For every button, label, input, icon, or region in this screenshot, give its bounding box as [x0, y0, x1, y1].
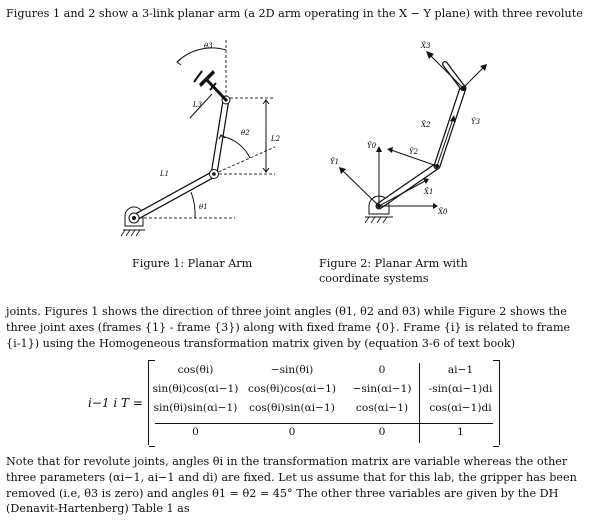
gripper [199, 70, 215, 87]
matrix-cell: ai−1 [447, 364, 474, 376]
intro-text: Figures 1 and 2 show a 3-link planar arm… [6, 7, 583, 20]
matrix-cell: 0 [378, 364, 386, 376]
label-y3: Ŷ3 [471, 117, 481, 126]
matrix-cell: cos(αi−1) [355, 402, 409, 414]
matrix-cell: 0 [288, 426, 296, 438]
axis-y3 [462, 67, 484, 89]
figure2-coordinate-systems: X̂3 Ŷ3 Ŷ2 X̂2 Ŷ1 Ŷ0 X̂1 X̂0 [330, 42, 487, 224]
matrix-row-3: sin(θi)sin(αi−1) cos(θi)sin(αi−1) cos(αi… [149, 402, 499, 421]
matrix-row-4: 0 0 0 1 [149, 426, 499, 445]
paragraph-2-line1: joints. Figures 1 shows the direction of… [6, 305, 567, 318]
theta3-arc [176, 47, 227, 63]
axis-x1 [378, 180, 426, 207]
matrix-lhs: i−1 i T = [88, 396, 143, 410]
link-3 [203, 76, 228, 102]
matrix-cell: sin(θi)cos(αi−1) [152, 383, 239, 395]
figure1-caption: Figure 1: Planar Arm [132, 257, 253, 270]
paragraph-3-line4: (Denavit-Hartenberg) Table 1 as [6, 502, 190, 516]
matrix-row-1: cos(θi) −sin(θi) 0 ai−1 [149, 364, 499, 383]
paragraph-2-line2: three joint axes (frames {1} - frame {3}… [6, 320, 571, 334]
label-L2: L2 [270, 135, 281, 143]
matrix-cell: sin(θi)sin(αi−1) [153, 402, 238, 414]
label-L3: L3 [192, 101, 203, 109]
paragraph-2: joints. Figures 1 shows the direction of… [6, 304, 603, 351]
axis-y2 [390, 149, 438, 167]
matrix-cell: 1 [457, 426, 464, 438]
label-y2: Ŷ2 [409, 147, 419, 156]
figure2-caption-line2: coordinate systems [319, 272, 429, 285]
theta1-arc [190, 191, 196, 219]
paragraph-2-line3: {i-1}) using the Homogeneous transformat… [6, 336, 516, 350]
matrix-cell: −sin(θi) [270, 364, 314, 376]
figure2-caption-line1: Figure 2: Planar Arm with [319, 257, 468, 270]
matrix-vertical-divider [419, 363, 420, 443]
matrix-cell: cos(αi−1)di [429, 402, 492, 414]
label-theta3: θ3 [204, 42, 213, 50]
label-L1: L1 [159, 170, 169, 178]
label-y1: Ŷ1 [330, 157, 339, 166]
label-x1: X̂1 [423, 188, 433, 196]
matrix-cell: -sin(αi−1)di [428, 383, 493, 395]
label-x3: X̂3 [420, 42, 431, 50]
matrix-cell: cos(θi)sin(αi−1) [249, 402, 335, 414]
paragraph-3: Note that for revolute joints, angles θi… [6, 454, 603, 517]
axis-y1 [342, 170, 380, 207]
axis-x3 [430, 55, 464, 89]
matrix-cell: cos(θi)cos(αi−1) [248, 383, 336, 395]
matrix-cell: cos(θi) [177, 364, 214, 376]
figure2-caption: Figure 2: Planar Arm with coordinate sys… [319, 256, 468, 286]
matrix-cell: 0 [378, 426, 386, 438]
matrix-cell: −sin(αi−1) [352, 383, 412, 395]
transformation-matrix: cos(θi) −sin(θi) 0 ai−1 sin(θi)cos(αi−1)… [148, 360, 500, 447]
paragraph-3-line3: removed (i.e, θ3 is zero) and angles θ1 … [6, 486, 559, 500]
matrix-horizontal-divider [155, 423, 493, 424]
paragraph-3-line2: three parameters (αi−1, ai−1 and di) are… [6, 470, 577, 484]
label-y0: Ŷ0 [367, 141, 377, 150]
paragraph-3-line1: Note that for revolute joints, angles θi… [6, 455, 568, 468]
matrix-row-2: sin(θi)cos(αi−1) cos(θi)cos(αi−1) −sin(α… [149, 383, 499, 402]
matrix-cell: 0 [192, 426, 199, 438]
theta2-arc [220, 135, 251, 159]
label-theta1: θ1 [199, 203, 208, 211]
label-x2: X̂2 [420, 121, 431, 129]
label-theta2: θ2 [241, 129, 250, 137]
figure1-planar-arm: θ3 L3 θ2 L2 L1 θ1 [120, 38, 281, 237]
label-x0: X̂0 [437, 208, 448, 216]
axis-x2 [436, 118, 454, 167]
